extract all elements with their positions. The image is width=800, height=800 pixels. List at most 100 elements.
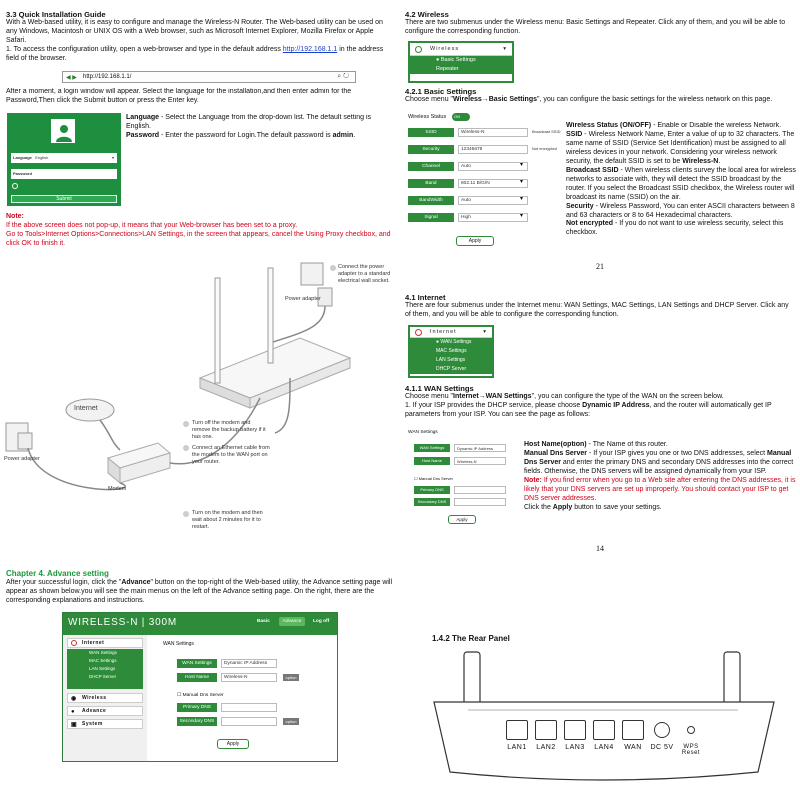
step-power-label: Connect the power adapter to a standard … bbox=[338, 264, 391, 284]
after-paragraph: After a moment, a login window will appe… bbox=[6, 88, 352, 104]
port-label: WAN bbox=[624, 744, 642, 751]
back-forward-icon[interactable]: ◀ ▶ bbox=[66, 75, 77, 81]
menu-item-repeater[interactable]: Repeater bbox=[410, 65, 512, 74]
host-name-input[interactable]: Wireless-N bbox=[454, 457, 506, 465]
settings-row-checkbox[interactable]: Not encrypted bbox=[532, 146, 557, 151]
info-icon bbox=[12, 183, 18, 189]
globe-icon bbox=[71, 640, 77, 646]
wan-settings-intro: 4.1.1 WAN Settings Choose menu "Internet… bbox=[405, 384, 795, 430]
primary-dns-input[interactable] bbox=[454, 486, 506, 494]
internet-submenu: WAN Settings MAC Settings LAN Settings D… bbox=[67, 649, 143, 689]
manual-dns-checkbox[interactable]: ☐ Manual Dns Server bbox=[414, 476, 453, 481]
wan-type-select[interactable]: Dynamic IP Address bbox=[454, 444, 506, 452]
port-label: DC 5V bbox=[650, 744, 674, 751]
submenu-item-dhcp[interactable]: DHCP Server bbox=[89, 674, 117, 679]
internet-menu-panel: Internet ▾ ● WAN Settings MAC Settings L… bbox=[408, 325, 494, 378]
wireless-status-toggle[interactable]: ON bbox=[452, 113, 470, 121]
advance-setting-screenshot: WIRELESS-N | 300M Basic Advance Log off … bbox=[62, 612, 338, 762]
advance-tab[interactable]: Advance bbox=[279, 617, 305, 626]
secondary-dns-input[interactable] bbox=[454, 498, 506, 506]
menu-item-wan[interactable]: ● WAN Settings bbox=[410, 338, 492, 347]
secondary-dns-input[interactable] bbox=[221, 717, 277, 726]
internet-menu-header[interactable]: Internet ▾ bbox=[410, 327, 492, 338]
app-title: WIRELESS-N | 300M bbox=[68, 617, 178, 628]
power-adapter-top-label: Power adapter bbox=[285, 296, 321, 302]
wireless-status-label: Wireless Status bbox=[408, 114, 447, 120]
menu-item-basic-settings[interactable]: ● Basic Settings bbox=[410, 56, 512, 65]
submenu-item-wan[interactable]: WAN Settings bbox=[89, 650, 117, 655]
advance-sidebar: Internet WAN Settings MAC Settings LAN S… bbox=[63, 635, 147, 761]
dc-jack-icon bbox=[654, 722, 670, 738]
settings-row-field[interactable]: 802.11 B/G/N bbox=[458, 179, 528, 188]
logoff-link[interactable]: Log off bbox=[313, 619, 330, 624]
language-select[interactable]: Language English▾ bbox=[11, 153, 117, 163]
refresh-icon[interactable]: ⌕ ↻ bbox=[337, 73, 349, 80]
login-window: Language English▾ Password Submit bbox=[7, 113, 121, 206]
apply-button[interactable]: Apply bbox=[217, 739, 249, 749]
menu-item-lan[interactable]: LAN Settings bbox=[410, 356, 492, 365]
manual-dns-checkbox[interactable]: ☐ Manual Dns Server bbox=[177, 693, 224, 698]
chevron-down-icon: ▾ bbox=[111, 155, 114, 160]
ethernet-port-icon bbox=[593, 720, 615, 740]
wifi-icon bbox=[415, 46, 422, 53]
address-text: http://192.168.1.1/ bbox=[83, 74, 132, 80]
settings-row-field[interactable]: Auto bbox=[458, 196, 528, 205]
settings-row-checkbox[interactable]: Broadcast SSID bbox=[532, 129, 561, 134]
step1-paragraph: 1. To access the configuration utility, … bbox=[6, 46, 384, 63]
settings-row-label: Band bbox=[408, 179, 454, 188]
sidebar-item-wireless[interactable]: ◉Wireless bbox=[67, 693, 143, 703]
settings-row-field[interactable]: Wireless-N bbox=[458, 128, 528, 137]
basic-settings-intro: 4.2.1 Basic Settings Choose menu "Wirele… bbox=[405, 87, 795, 107]
sidebar-item-system[interactable]: ▣System bbox=[67, 719, 143, 729]
submit-button[interactable]: Submit bbox=[11, 195, 117, 203]
option-badge: option bbox=[283, 674, 299, 681]
wifi-icon: ◉ bbox=[71, 696, 77, 702]
installation-diagram: Connect the power adapter to a standard … bbox=[0, 258, 400, 528]
internet-intro: There are four submenus under the Intern… bbox=[405, 302, 789, 319]
browser-address-bar[interactable]: ◀ ▶ http://192.168.1.1/ ⌕ ↻ bbox=[62, 71, 356, 83]
ethernet-port-icon bbox=[622, 720, 644, 740]
submenu-item-mac[interactable]: MAC Settings bbox=[89, 658, 117, 663]
primary-dns-input[interactable] bbox=[221, 703, 277, 712]
menu-item-dhcp[interactable]: DHCP Server bbox=[410, 365, 492, 374]
option-badge: option bbox=[283, 718, 299, 725]
basic-tab[interactable]: Basic bbox=[257, 619, 270, 624]
rear-port: LAN2 bbox=[533, 718, 559, 758]
wan-type-select[interactable]: Dynamic IP Address bbox=[221, 659, 277, 668]
port-label: LAN2 bbox=[536, 744, 556, 751]
chevron-down-icon: ▾ bbox=[503, 46, 507, 52]
host-name-input[interactable]: Wireless-N bbox=[221, 673, 277, 682]
chevron-down-icon: ▾ bbox=[520, 162, 524, 168]
password-field[interactable]: Password bbox=[11, 169, 117, 179]
apply-button[interactable]: Apply bbox=[456, 236, 494, 246]
page-number: 14 bbox=[596, 544, 604, 553]
rear-port: LAN1 bbox=[504, 718, 530, 758]
settings-row-field[interactable]: 12345678 bbox=[458, 145, 528, 154]
submenu-item-lan[interactable]: LAN Settings bbox=[89, 666, 116, 671]
settings-row-field[interactable]: Auto bbox=[458, 162, 528, 171]
wireless-menu-header[interactable]: Wireless ▾ bbox=[410, 43, 512, 56]
settings-row-field[interactable]: High bbox=[458, 213, 528, 222]
wan-panel-title: WAN Settings bbox=[163, 641, 194, 647]
rear-port: LAN3 bbox=[562, 718, 588, 758]
sidebar-item-advance[interactable]: ●Advance bbox=[67, 706, 143, 716]
modem-label: Modem bbox=[108, 486, 127, 492]
wan-settings-form: WAN Settings WAN Settings Dynamic IP Add… bbox=[408, 430, 518, 530]
step3-label: Turn on the modem and then wait about 2 … bbox=[192, 510, 263, 528]
ethernet-port-icon bbox=[535, 720, 557, 740]
chevron-down-icon: ▾ bbox=[483, 329, 487, 335]
reset-button-icon bbox=[687, 726, 695, 734]
chapter4-section: Chapter 4. Advance setting After your su… bbox=[6, 569, 396, 613]
default-address-link[interactable]: http://192.168.1.1 bbox=[282, 46, 338, 54]
port-label: LAN4 bbox=[594, 744, 614, 751]
settings-row-label: BandWidth bbox=[408, 196, 454, 205]
sidebar-item-internet[interactable]: Internet bbox=[67, 638, 143, 648]
rear-port: WAN bbox=[620, 718, 646, 758]
menu-item-mac[interactable]: MAC Settings bbox=[410, 347, 492, 356]
apply-button[interactable]: Apply bbox=[448, 515, 476, 524]
intro-paragraph: With a Web-based utility, it is easy to … bbox=[6, 19, 383, 45]
rear-port: WPS Reset bbox=[678, 718, 704, 758]
step2-label: Connect an Ethernet cable from the modem… bbox=[192, 445, 270, 465]
